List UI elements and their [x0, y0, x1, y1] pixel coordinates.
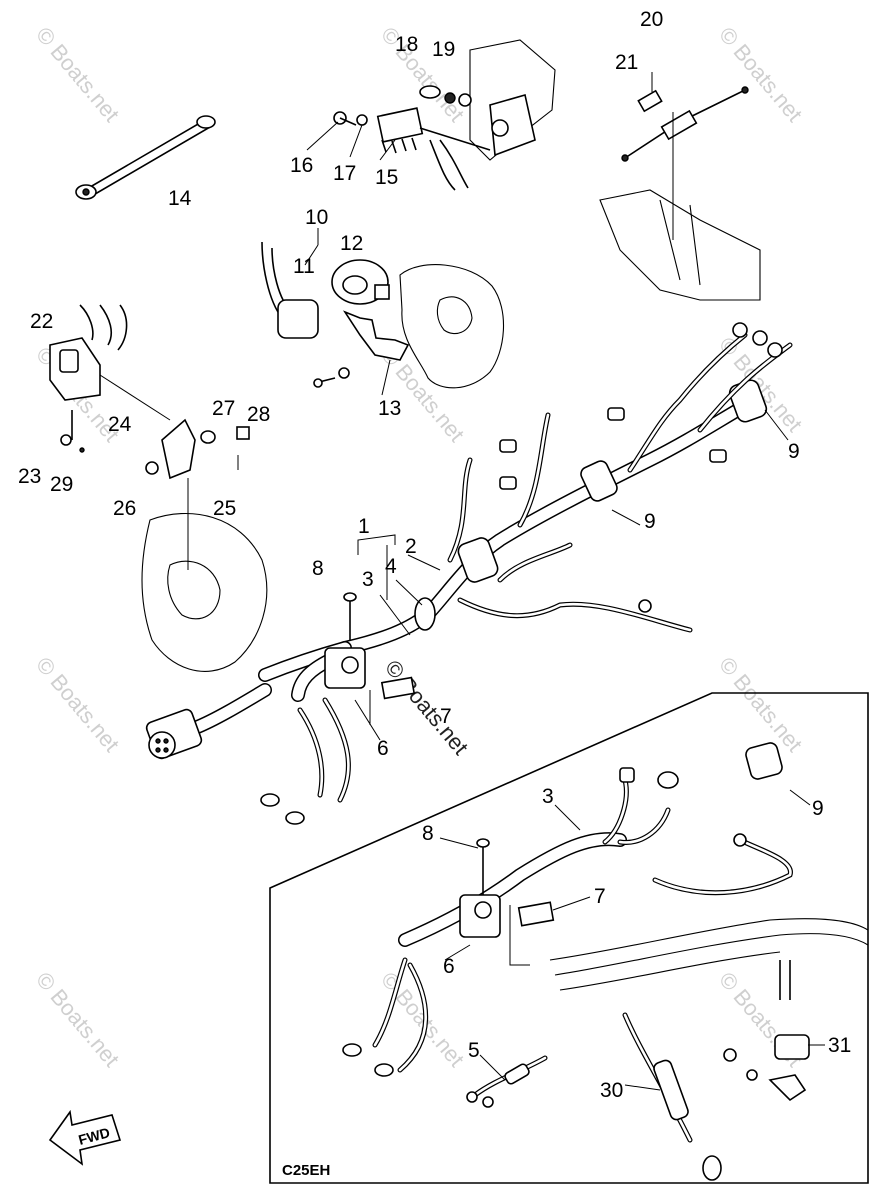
part-20-cable [621, 72, 749, 240]
part-label: 21 [615, 51, 638, 74]
inset-part-label: 30 [600, 1079, 623, 1102]
part-label: 16 [290, 154, 313, 177]
main-harness [145, 322, 793, 825]
watermark-layer: © Boats.net © Boats.net © Boats.net © Bo… [31, 22, 807, 1071]
watermark: © Boats.net [714, 22, 807, 126]
inset-part-label: 8 [422, 822, 434, 845]
part-label: 8 [312, 557, 324, 580]
part-label: 4 [385, 555, 397, 578]
engine-outline [141, 39, 761, 672]
watermark: © Boats.net [376, 967, 469, 1071]
part-label: 27 [212, 397, 235, 420]
part-label: 12 [340, 232, 363, 255]
fwd-arrow-icon: FWD [48, 1109, 122, 1166]
part-label: 20 [640, 8, 663, 31]
watermark: © Boats.net [31, 967, 124, 1071]
inset-part-label: 6 [443, 955, 455, 978]
direction-label: FWD [77, 1124, 112, 1148]
part-label: 22 [30, 310, 53, 333]
inset-part-label: 3 [542, 785, 554, 808]
part-14-strap [75, 115, 216, 200]
part-label: 1 [358, 515, 370, 538]
part-label: 6 [377, 737, 389, 760]
part-label: 18 [395, 33, 418, 56]
part-22-bracket [49, 304, 250, 570]
watermark: © Boats.net [376, 22, 469, 126]
inset-part-label: 9 [812, 797, 824, 820]
part-label: 2 [405, 535, 417, 558]
inset-labels: 3 5 6 7 8 9 30 31 C25EH [282, 785, 851, 1179]
inset-part-label: 31 [828, 1034, 851, 1057]
part-15-rectifier [306, 85, 536, 191]
part-label: 29 [50, 473, 73, 496]
inset-code-label: C25EH [282, 1162, 330, 1179]
part-label: 14 [168, 187, 192, 210]
inset-part-label: 5 [468, 1039, 480, 1062]
inset-panel [269, 692, 869, 1184]
part-13-bolt [313, 359, 391, 396]
watermark: © Boats.net [31, 22, 124, 126]
watermark: © Boats.net [31, 652, 124, 756]
part-label: 19 [432, 38, 455, 61]
part-label: 23 [18, 465, 41, 488]
part-label: 25 [213, 497, 236, 520]
part-label: 10 [305, 206, 328, 229]
part-label: 7 [440, 705, 452, 728]
inset-part-label: 7 [594, 885, 606, 908]
part-label: 9 [644, 510, 656, 533]
part-label: 13 [378, 397, 401, 420]
part-labels: 1 2 3 4 6 7 8 9 9 10 11 12 13 14 15 16 1… [18, 8, 800, 760]
watermark: © Boats.net [714, 652, 807, 756]
part-label: 9 [788, 440, 800, 463]
watermark-main: © Boats.net [380, 655, 473, 759]
part-10-relay [261, 228, 410, 361]
part-label: 24 [108, 413, 132, 436]
part-label: 28 [247, 403, 270, 426]
part-label: 17 [333, 162, 356, 185]
part-label: 15 [375, 166, 398, 189]
part-label: 11 [293, 255, 315, 278]
part-label: 3 [362, 568, 374, 591]
part-label: 26 [113, 497, 136, 520]
